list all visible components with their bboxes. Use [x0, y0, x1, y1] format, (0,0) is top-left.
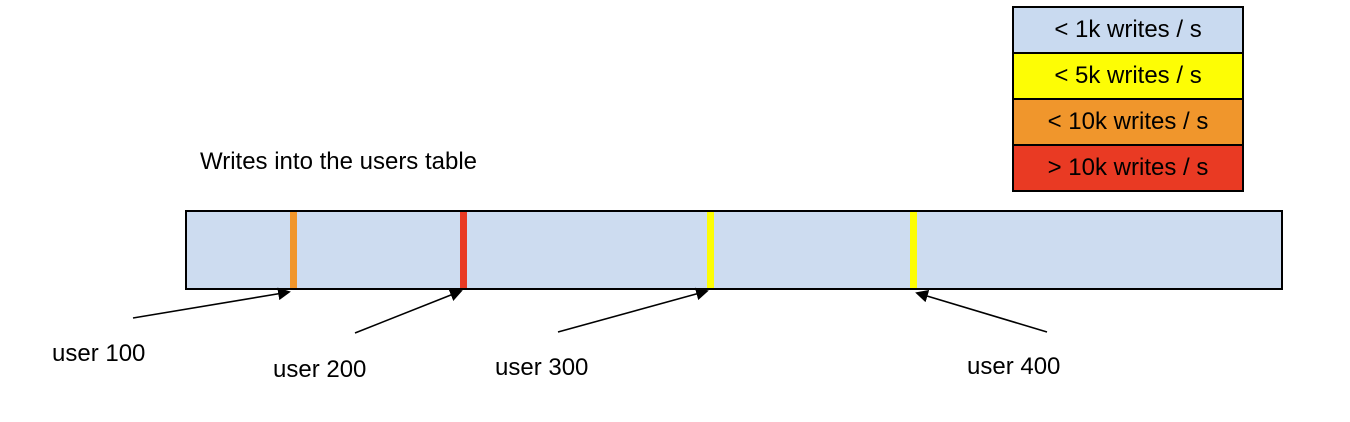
arrow-user-400	[915, 289, 1048, 333]
legend-label: < 5k writes / s	[1054, 62, 1202, 89]
legend: < 1k writes / s < 5k writes / s < 10k wr…	[1012, 6, 1244, 192]
arrow-user-100	[132, 287, 291, 319]
legend-label: > 10k writes / s	[1047, 154, 1209, 181]
legend-item-gt-10k: > 10k writes / s	[1012, 144, 1244, 192]
annotation-user-200: user 200	[273, 356, 367, 383]
annotation-user-400: user 400	[967, 353, 1061, 380]
annotation-user-100: user 100	[52, 340, 146, 367]
legend-item-lt-10k: < 10k writes / s	[1012, 98, 1244, 146]
legend-item-lt-5k: < 5k writes / s	[1012, 52, 1244, 100]
legend-label: < 10k writes / s	[1047, 108, 1209, 135]
legend-item-lt-1k: < 1k writes / s	[1012, 6, 1244, 54]
legend-label: < 1k writes / s	[1054, 16, 1202, 43]
arrow-user-200	[354, 289, 463, 334]
users-table-bar	[185, 210, 1283, 290]
diagram-title: Writes into the users table	[200, 148, 478, 175]
stripe-user-100	[290, 212, 297, 288]
arrow-user-300	[557, 287, 709, 333]
stripe-user-300	[707, 212, 714, 288]
stripe-user-200	[460, 212, 467, 288]
annotation-user-300: user 300	[495, 354, 589, 381]
stripe-user-400	[910, 212, 917, 288]
